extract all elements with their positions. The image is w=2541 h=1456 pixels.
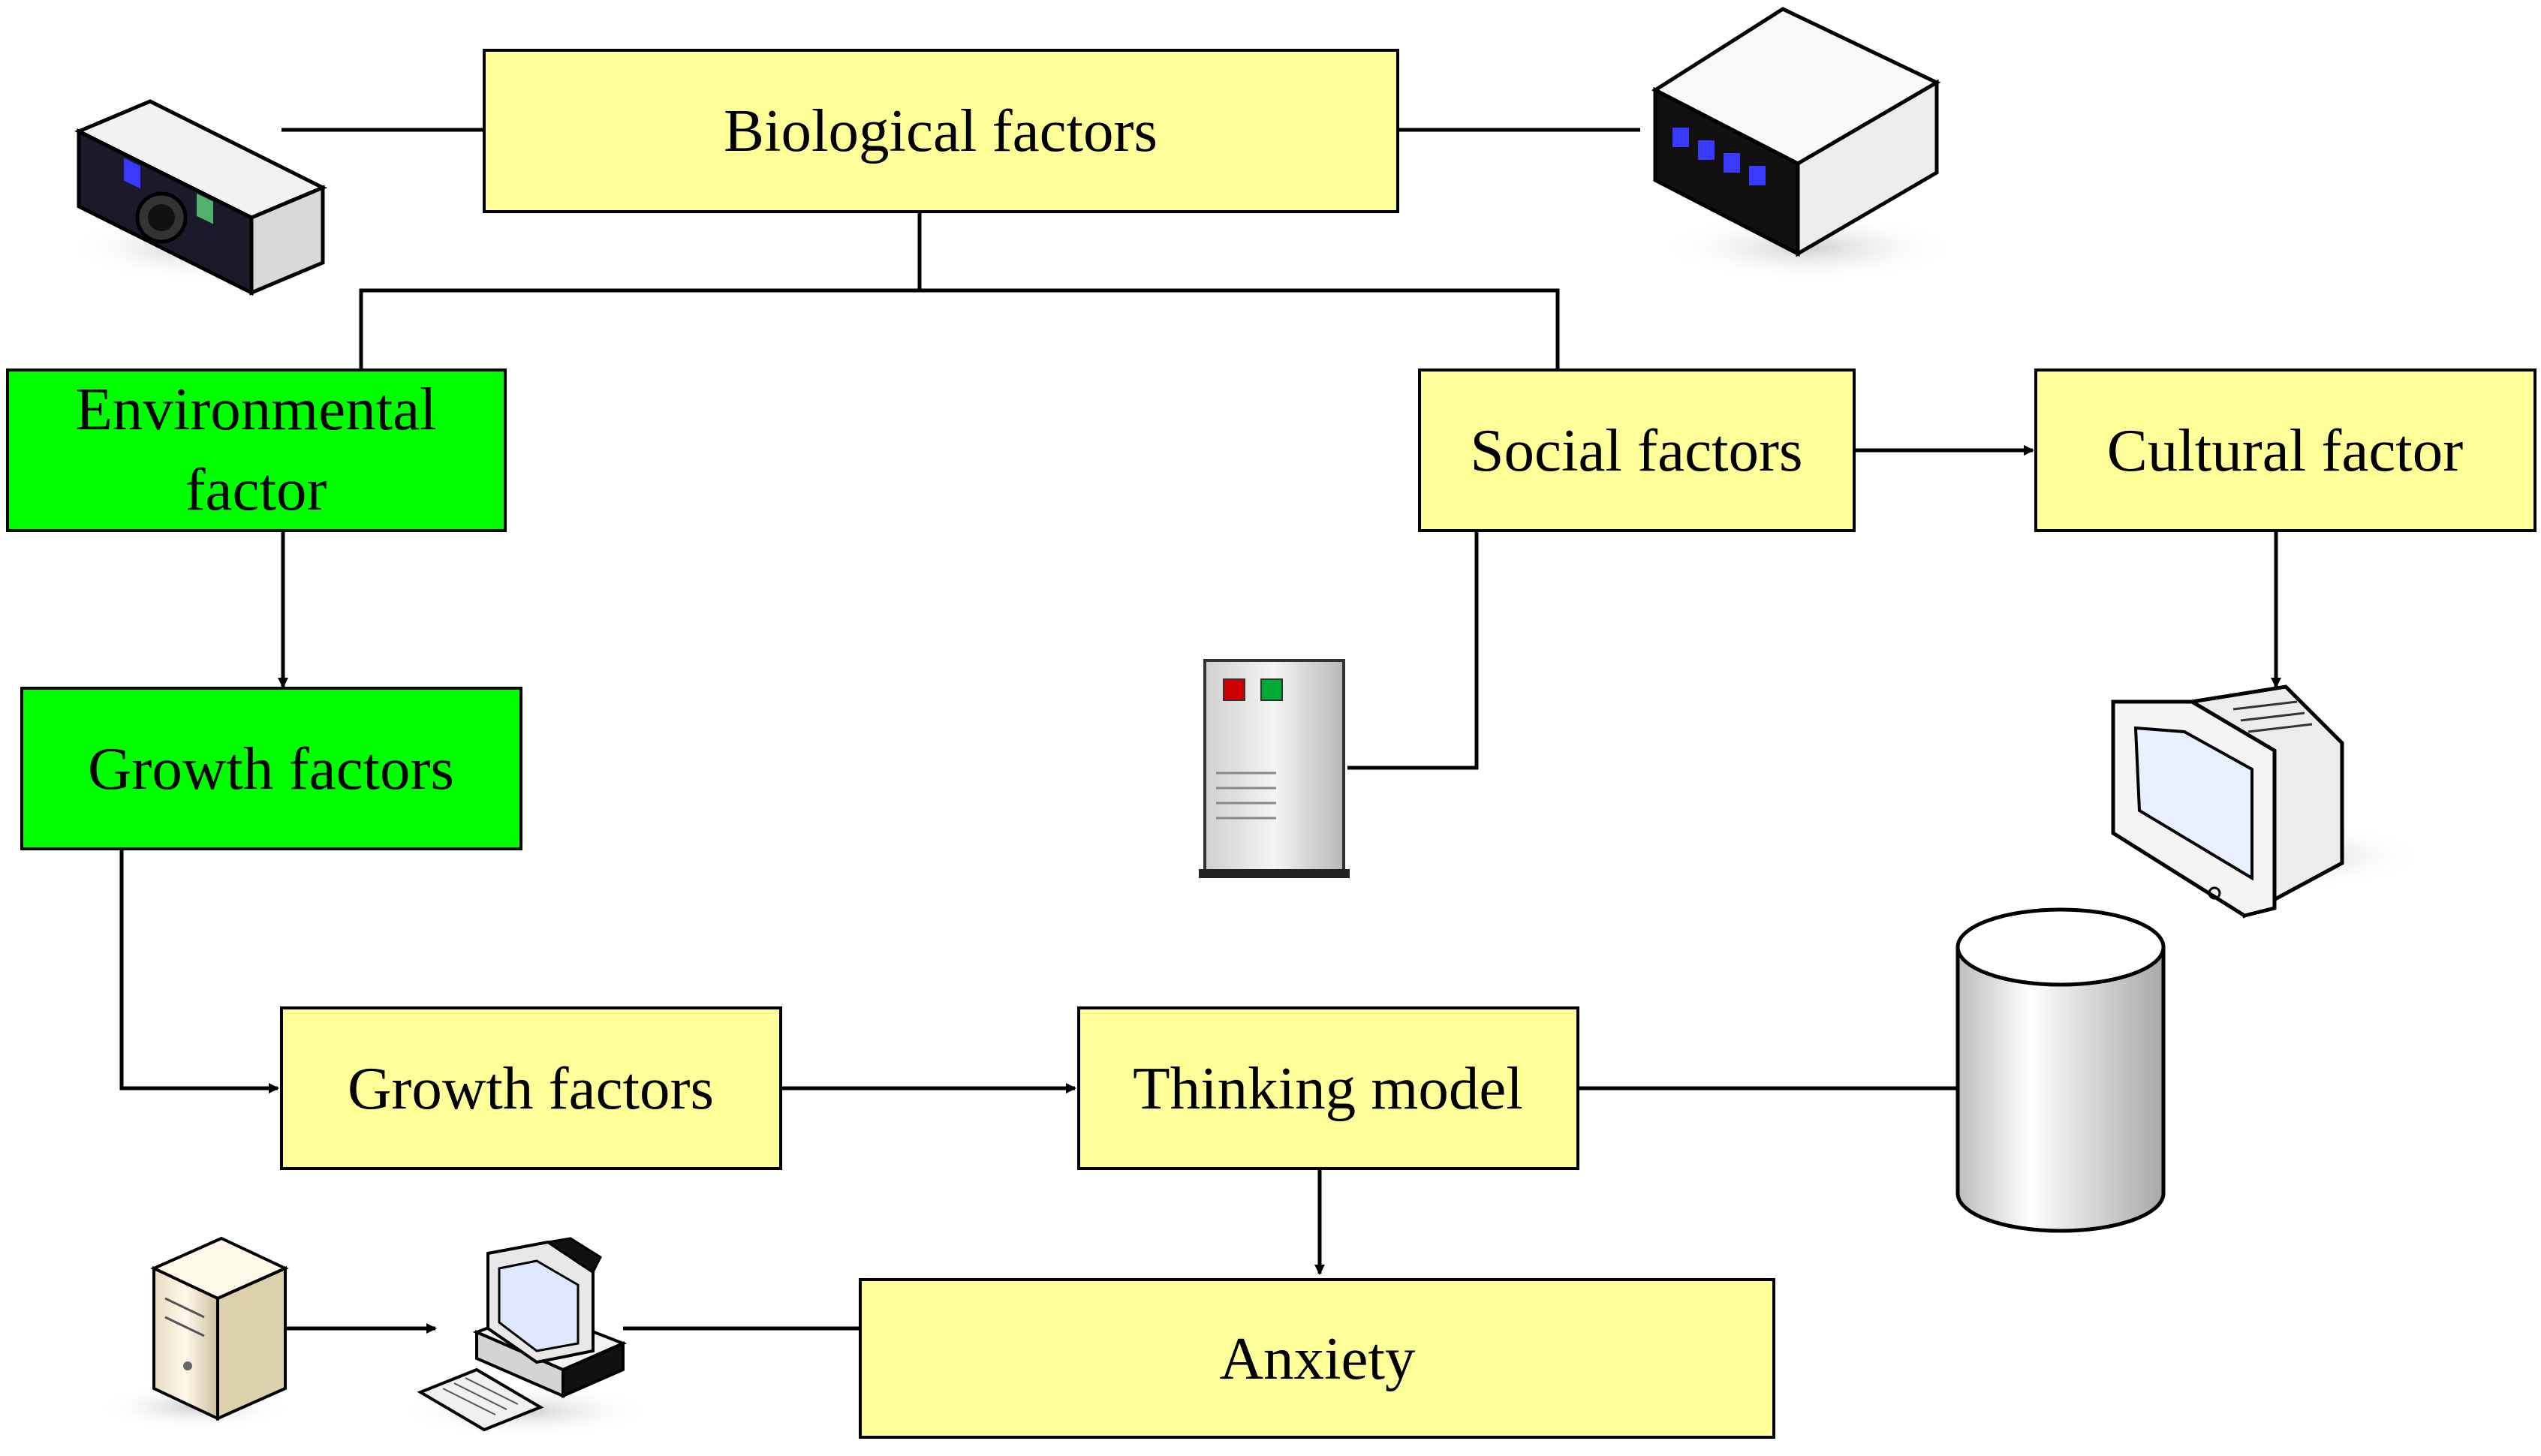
network-device-icon [1651, 7, 1959, 281]
node-label: Growth factors [348, 1054, 714, 1122]
node-label: Thinking model [1133, 1054, 1523, 1122]
connector-social-server [1347, 531, 1479, 770]
node-label: Anxiety [1220, 1325, 1416, 1392]
node-cultural-factor: Cultural factor [2034, 369, 2536, 532]
node-label: Cultural factor [2107, 417, 2464, 484]
node-growth-factors-green: Growth factors [20, 687, 522, 850]
node-growth-factors-yellow: Growth factors [280, 1006, 782, 1170]
connectors [119, 128, 2281, 1334]
node-environmental-factor: Environmental factor [6, 369, 507, 532]
database-cylinder-icon [1955, 907, 2166, 1233]
node-label-line1: Environmental [75, 375, 436, 443]
crt-monitor-icon [2111, 684, 2425, 919]
node-label: Biological factors [724, 97, 1158, 164]
projector-icon [68, 99, 327, 296]
node-thinking-model: Thinking model [1077, 1006, 1579, 1170]
connector-split-environmental [359, 288, 1560, 370]
node-label-line2: factor [185, 456, 327, 523]
arrow-growth-growth [119, 849, 279, 1094]
node-anxiety: Anxiety [859, 1278, 1775, 1439]
node-label: Social factors [1470, 417, 1802, 484]
workstation-computer-icon [398, 1237, 653, 1437]
server-tower-icon [1199, 659, 1350, 878]
node-social-factors: Social factors [1418, 369, 1856, 532]
node-biological-factors: Biological factors [483, 49, 1399, 213]
desktop-tower-icon [98, 1236, 293, 1430]
node-label: Growth factors [88, 735, 454, 802]
